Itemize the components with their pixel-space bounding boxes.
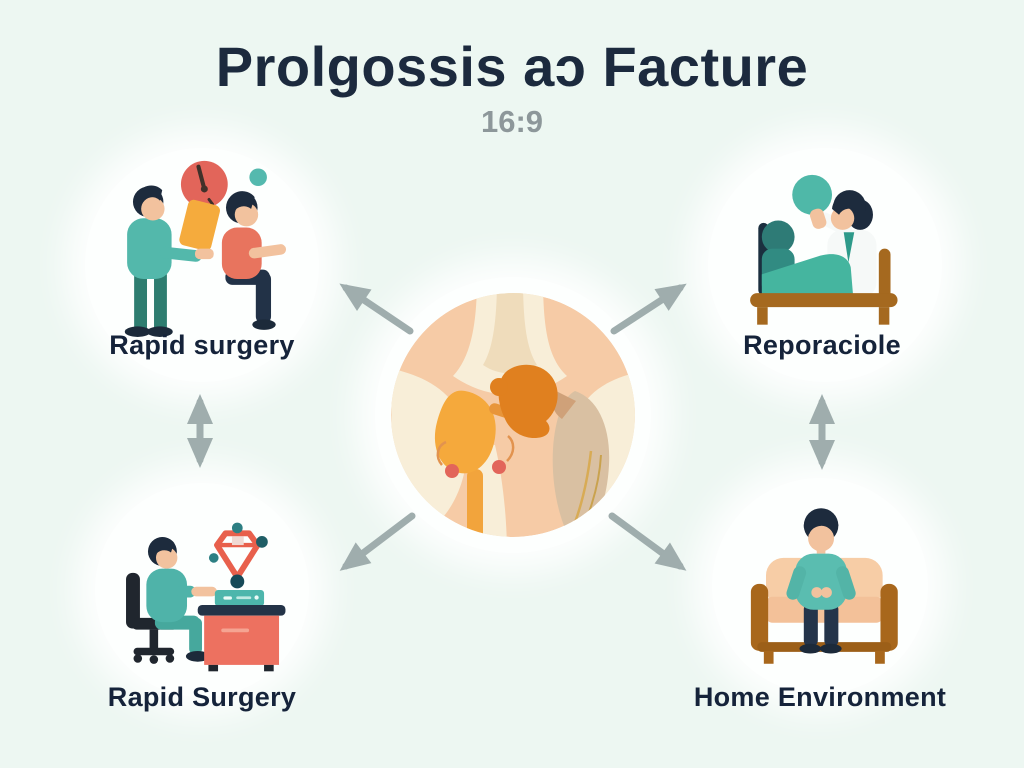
desk — [197, 590, 286, 672]
hospital-bed-circle — [708, 148, 942, 382]
clinician-showing-scan-illustration — [124, 160, 287, 337]
blanket — [761, 254, 854, 296]
page-subtitle: 16:9 — [480, 104, 544, 139]
label-bottom-right: Home Environment — [693, 682, 947, 712]
teal-ball-icon — [792, 174, 833, 215]
scan-tablet-icon — [179, 199, 220, 251]
page-title: Prolgossis aɔ Facture — [215, 35, 809, 98]
label-top-left: Rapid surgery — [109, 330, 295, 360]
stethoscope-strap — [843, 232, 855, 263]
office-chair — [126, 572, 179, 664]
label-top-right: Reporaciole — [743, 330, 901, 360]
teal-dot-icon — [249, 168, 267, 187]
bed-frame — [750, 248, 898, 325]
clock-icon — [180, 160, 228, 208]
resident-figure — [786, 508, 856, 654]
seated-patient-figure — [221, 168, 287, 330]
surgeon-at-workstation-illustration — [126, 522, 286, 672]
center-hip-circle — [375, 277, 651, 553]
fractured-hip-joint-illustration — [391, 293, 635, 537]
surgeon-figure — [146, 537, 217, 662]
hologram-icon — [208, 522, 268, 589]
person-on-sofa-illustration — [750, 508, 898, 664]
sofa-circle — [712, 478, 928, 694]
workstation-circle — [95, 483, 309, 697]
consultation-circle — [85, 148, 319, 382]
clinician-hand — [194, 248, 214, 260]
doctor-at-bedside-illustration — [750, 174, 898, 325]
clinician-figure — [124, 185, 202, 337]
label-bottom-left: Rapid Surgery — [107, 682, 297, 712]
